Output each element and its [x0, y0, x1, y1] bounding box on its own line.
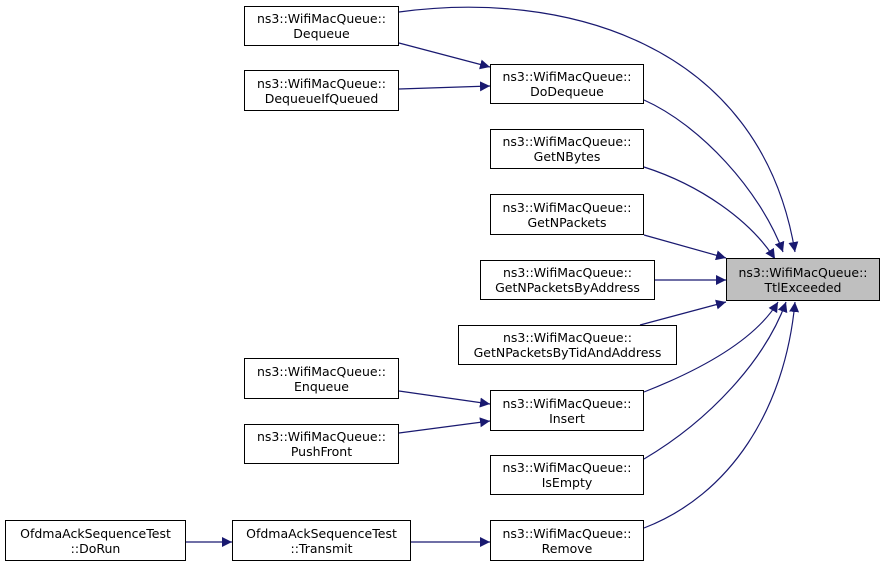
node-dodequeue[interactable]: ns3::WifiMacQueue:: DoDequeue [490, 64, 644, 104]
node-getnpackets-line1: ns3::WifiMacQueue:: [502, 199, 632, 215]
edge-enqueue-insert [398, 390, 491, 408]
node-remove[interactable]: ns3::WifiMacQueue:: Remove [490, 520, 644, 561]
node-enqueue[interactable]: ns3::WifiMacQueue:: Enqueue [244, 358, 399, 399]
node-dequeueifqueued-line2: DequeueIfQueued [264, 90, 379, 106]
edge-remove-ttlexceeded [643, 301, 800, 529]
node-dequeueifqueued-line1: ns3::WifiMacQueue:: [256, 75, 387, 91]
node-getnbytes[interactable]: ns3::WifiMacQueue:: GetNBytes [490, 129, 644, 169]
node-transmit-line1: OfdmaAckSequenceTest [246, 525, 397, 541]
node-transmit[interactable]: OfdmaAckSequenceTest ::Transmit [232, 520, 411, 561]
node-insert-line1: ns3::WifiMacQueue:: [502, 395, 632, 411]
node-dequeue-line2: Dequeue [293, 26, 350, 41]
node-getnpackets[interactable]: ns3::WifiMacQueue:: GetNPackets [490, 194, 644, 235]
node-getnpackets-line2: GetNPackets [527, 214, 607, 230]
node-dequeue-line1: ns3::WifiMacQueue:: [256, 11, 387, 26]
node-dodequeue-line1: ns3::WifiMacQueue:: [502, 69, 632, 84]
node-getnbytes-line1: ns3::WifiMacQueue:: [502, 134, 632, 149]
edge-dequeue-dodequeue [398, 42, 491, 70]
node-remove-line1: ns3::WifiMacQueue:: [502, 525, 632, 541]
node-ttlexceeded[interactable]: ns3::WifiMacQueue:: TtlExceeded [726, 258, 880, 301]
node-pushfront-line1: ns3::WifiMacQueue:: [256, 429, 387, 444]
node-dequeueifqueued[interactable]: ns3::WifiMacQueue:: DequeueIfQueued [244, 70, 399, 111]
edge-insert-ttlexceeded [643, 301, 779, 393]
edge-dodequeue-ttlexceeded [643, 99, 785, 253]
node-getnpacketsbyaddress[interactable]: ns3::WifiMacQueue:: GetNPacketsByAddress [480, 260, 655, 300]
edge-isempty-ttlexceeded [643, 301, 788, 460]
node-getnpacketsbyaddress-line2: GetNPacketsByAddress [495, 280, 640, 295]
node-dorun-line1: OfdmaAckSequenceTest [20, 525, 171, 541]
node-dodequeue-line2: DoDequeue [530, 84, 604, 99]
node-getnpacketsbytidandaddress-line2: GetNPacketsByTidAndAddress [473, 345, 662, 360]
node-isempty[interactable]: ns3::WifiMacQueue:: IsEmpty [490, 455, 644, 495]
node-insert[interactable]: ns3::WifiMacQueue:: Insert [490, 390, 644, 431]
edge-dequeue-ttlexceeded [398, 6, 799, 253]
node-dorun-line2: ::DoRun [70, 540, 121, 556]
node-ttlexceeded-line2: TtlExceeded [764, 279, 842, 295]
node-enqueue-line1: ns3::WifiMacQueue:: [256, 363, 387, 379]
node-pushfront[interactable]: ns3::WifiMacQueue:: PushFront [244, 424, 399, 464]
node-getnpacketsbytidandaddress[interactable]: ns3::WifiMacQueue:: GetNPacketsByTidAndA… [458, 325, 677, 365]
node-dorun[interactable]: OfdmaAckSequenceTest ::DoRun [5, 520, 186, 561]
edge-getnpackets-ttlexceeded [643, 234, 727, 261]
node-isempty-line2: IsEmpty [541, 475, 593, 490]
edge-getnbytes-ttlexceeded [643, 166, 776, 260]
node-transmit-line2: ::Transmit [290, 540, 353, 556]
edge-dequeueifqueued-dodequeue [398, 81, 491, 92]
node-getnbytes-line2: GetNBytes [533, 149, 601, 164]
node-insert-line2: Insert [549, 410, 585, 426]
node-ttlexceeded-line1: ns3::WifiMacQueue:: [738, 264, 868, 280]
node-pushfront-line2: PushFront [290, 444, 353, 459]
node-isempty-line1: ns3::WifiMacQueue:: [502, 460, 632, 475]
node-getnpacketsbytidandaddress-line1: ns3::WifiMacQueue:: [502, 330, 633, 345]
node-enqueue-line2: Enqueue [294, 378, 349, 394]
edge-pushfront-insert [398, 417, 491, 434]
edge-getnpacketsbytidandaddress-ttlexceeded [639, 299, 727, 326]
node-getnpacketsbyaddress-line1: ns3::WifiMacQueue:: [502, 265, 633, 280]
node-remove-line2: Remove [541, 540, 593, 556]
node-dequeue[interactable]: ns3::WifiMacQueue:: Dequeue [244, 6, 399, 46]
